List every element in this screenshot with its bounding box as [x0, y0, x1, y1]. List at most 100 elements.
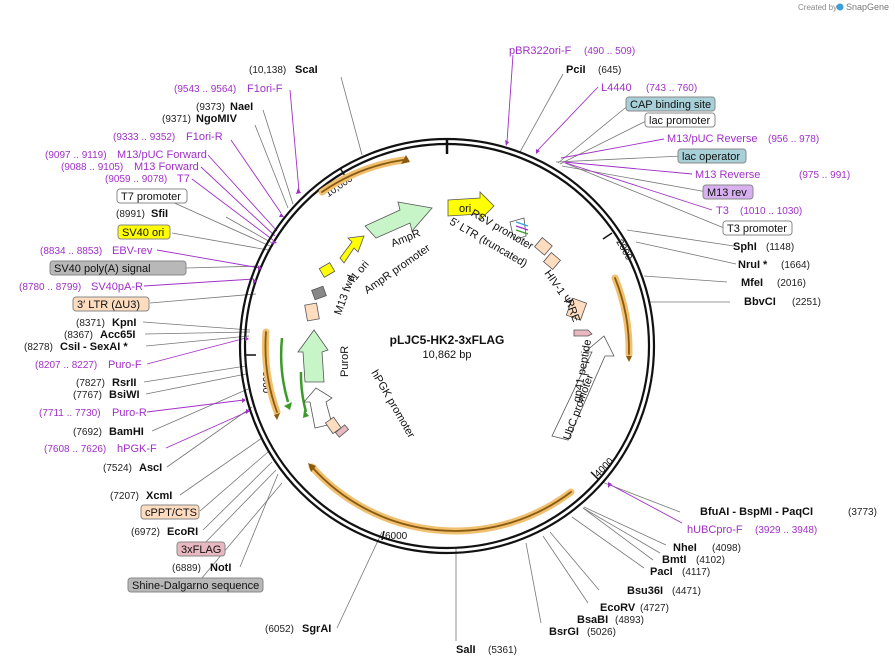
box-m13rev	[702, 184, 754, 200]
enzyme-pos-sali: (5361)	[488, 645, 517, 656]
green-arcs	[279, 337, 308, 413]
enzyme-pos-csii: (8278)	[24, 342, 53, 353]
orange-arcs	[262, 156, 633, 535]
plasmid-name: pLJC5-HK2-3xFLAG	[390, 333, 505, 347]
enzyme-pos-ecorv: (4727)	[640, 603, 669, 614]
enzyme-bsrgi: BsrGI	[549, 626, 579, 638]
primer-m13puc-fwd: M13/pUC Forward	[117, 149, 207, 161]
plasmid-size: 10,862 bp	[423, 349, 472, 361]
enzyme-ecori: EcoRI	[167, 526, 198, 538]
box-3xflag	[176, 541, 226, 557]
enzyme-paci: PacI	[650, 566, 673, 578]
enzyme-pos-naei: (9373)	[196, 102, 225, 113]
enzyme-bsabi: BsaBI	[577, 614, 608, 626]
primer-l4440: L4440	[601, 82, 632, 94]
box-sv40-polya	[49, 260, 187, 276]
ori-arrow	[447, 191, 495, 221]
enzyme-pos-acc65i: (8367)	[64, 330, 93, 341]
box-t3-promoter	[722, 220, 793, 236]
primer-puro-f: Puro-F	[108, 359, 142, 371]
enzyme-bamhi: BamHI	[109, 426, 144, 438]
primer-pos-hubcpro-f: (3929 .. 3948)	[755, 525, 817, 536]
ltr3-block	[304, 302, 320, 322]
primer-f1ori-r: F1ori-R	[186, 131, 223, 143]
enzyme-pos-pcii: (645)	[598, 65, 621, 76]
enzyme-pos-bmti: (4102)	[696, 555, 725, 566]
puror-arrow	[297, 329, 329, 383]
enzyme-pos-rsrii: (7827)	[76, 378, 105, 389]
enzyme-pos-bsu36i: (4471)	[672, 586, 701, 597]
credit-prefix: Created by	[798, 3, 837, 12]
box-cap	[625, 96, 716, 112]
label-ori: ori	[459, 203, 471, 215]
enzyme-pos-ngomiv: (9371)	[162, 114, 191, 125]
enzyme-sgrai: SgrAI	[302, 623, 331, 635]
enzyme-pos-xcmi: (7207)	[110, 491, 139, 502]
primer-pos-ebv-rev: (8834 .. 8853)	[40, 246, 102, 257]
enzyme-pos-asci: (7524)	[103, 463, 132, 474]
label-puror: PuroR	[339, 346, 351, 377]
primer-pos-m13-fwd: (9088 .. 9105)	[61, 162, 123, 173]
enzyme-pos-ecori: (6972)	[131, 527, 160, 538]
enzyme-pos-noti: (6889)	[172, 563, 201, 574]
arc-1	[318, 156, 407, 196]
enzyme-ecorv: EcoRV	[600, 602, 636, 614]
label-cppt: cPPT/CTS	[145, 507, 197, 519]
primer-ebv-rev: EBV-rev	[112, 245, 153, 257]
rre-block	[565, 297, 588, 321]
primer-pbr322ori-f: pBR322ori-F	[509, 45, 572, 57]
primer-sv40pa-r: SV40pA-R	[91, 281, 143, 293]
boxed-labels: T7 promoter SV40 ori SV40 poly(A) signal…	[49, 96, 793, 593]
label-shine-dalgarno: Shine-Dalgarno sequence	[132, 580, 259, 592]
primer-hubcpro-f: hUBCpro-F	[687, 524, 743, 536]
primer-puro-r: Puro-R	[112, 407, 147, 419]
enzyme-sphi: SphI	[733, 241, 757, 253]
label-sv40-polya: SV40 poly(A) signal	[54, 263, 151, 275]
label-ltr3: 3′ LTR (ΔU3)	[77, 299, 140, 311]
enzyme-pos-sfii: (8991)	[116, 209, 145, 220]
enzyme-bmti: BmtI	[662, 554, 686, 566]
enzyme-sfii: SfiI	[151, 208, 168, 220]
enzyme-pos-bsiwi: (7767)	[73, 390, 102, 401]
primer-t7: T7	[177, 173, 190, 185]
enzyme-pos-nhei: (4098)	[712, 543, 741, 554]
primer-pos-pbr322ori-f: (490 .. 509)	[584, 46, 635, 57]
primer-pos-puro-f: (8207 .. 8227)	[35, 360, 97, 371]
label-t3-promoter: T3 promoter	[727, 223, 787, 235]
enzyme-noti: NotI	[210, 562, 231, 574]
primer-pos-l4440: (743 .. 760)	[646, 83, 697, 94]
tick-6000: 6000	[385, 531, 408, 542]
enzyme-bsiwi: BsiWI	[109, 389, 140, 401]
box-ltr3	[72, 296, 150, 312]
primer-f1ori-f: F1ori-F	[247, 83, 283, 95]
top-right-small-features	[515, 221, 529, 235]
primer-t3: T3	[716, 205, 729, 217]
label-ampr: AmpR	[389, 227, 422, 250]
label-cap: CAP binding site	[630, 99, 711, 111]
enzyme-pos-scai: (10,138)	[249, 65, 286, 76]
primer-pos-sv40pa-r: (8780 .. 8799)	[19, 282, 81, 293]
label-ampr-promoter: AmpR promoter	[362, 242, 433, 297]
primer-m13puc-rev: M13/pUC Reverse	[667, 133, 757, 145]
enzyme-pos-sgrai: (6052)	[265, 624, 294, 635]
enzyme-mfei: MfeI	[741, 277, 763, 289]
box-cppt	[140, 504, 200, 520]
enzyme-sali: SalI	[456, 644, 476, 656]
primer-pos-m13puc-rev: (956 .. 978)	[768, 134, 819, 145]
enzyme-kpni: KpnI	[112, 317, 136, 329]
ubc-arrow	[551, 335, 615, 441]
label-3xflag: 3xFLAG	[181, 544, 221, 556]
primer-pos-f1ori-r: (9333 .. 9352)	[113, 132, 175, 143]
label-lac-promoter: lac promoter	[649, 115, 710, 127]
primer-pos-t7: (9059 .. 9078)	[105, 174, 167, 185]
enzyme-sexai: - SexAI *	[83, 341, 128, 353]
arc-1-line	[321, 159, 404, 193]
enzyme-scai: ScaI	[295, 64, 318, 76]
enzyme-pos-mfei: (2016)	[777, 278, 806, 289]
ampr-arrow	[364, 201, 433, 239]
enzyme-pos-bfuai: (3773)	[848, 507, 877, 518]
primer-m13-fwd: M13 Forward	[134, 161, 199, 173]
enzyme-xcmi: XcmI	[146, 490, 172, 502]
primer-labels: (9543 .. 9564) F1ori-F (9333 .. 9352) F1…	[19, 45, 850, 536]
primer-pos-hpgk-f: (7608 .. 7626)	[44, 444, 106, 455]
